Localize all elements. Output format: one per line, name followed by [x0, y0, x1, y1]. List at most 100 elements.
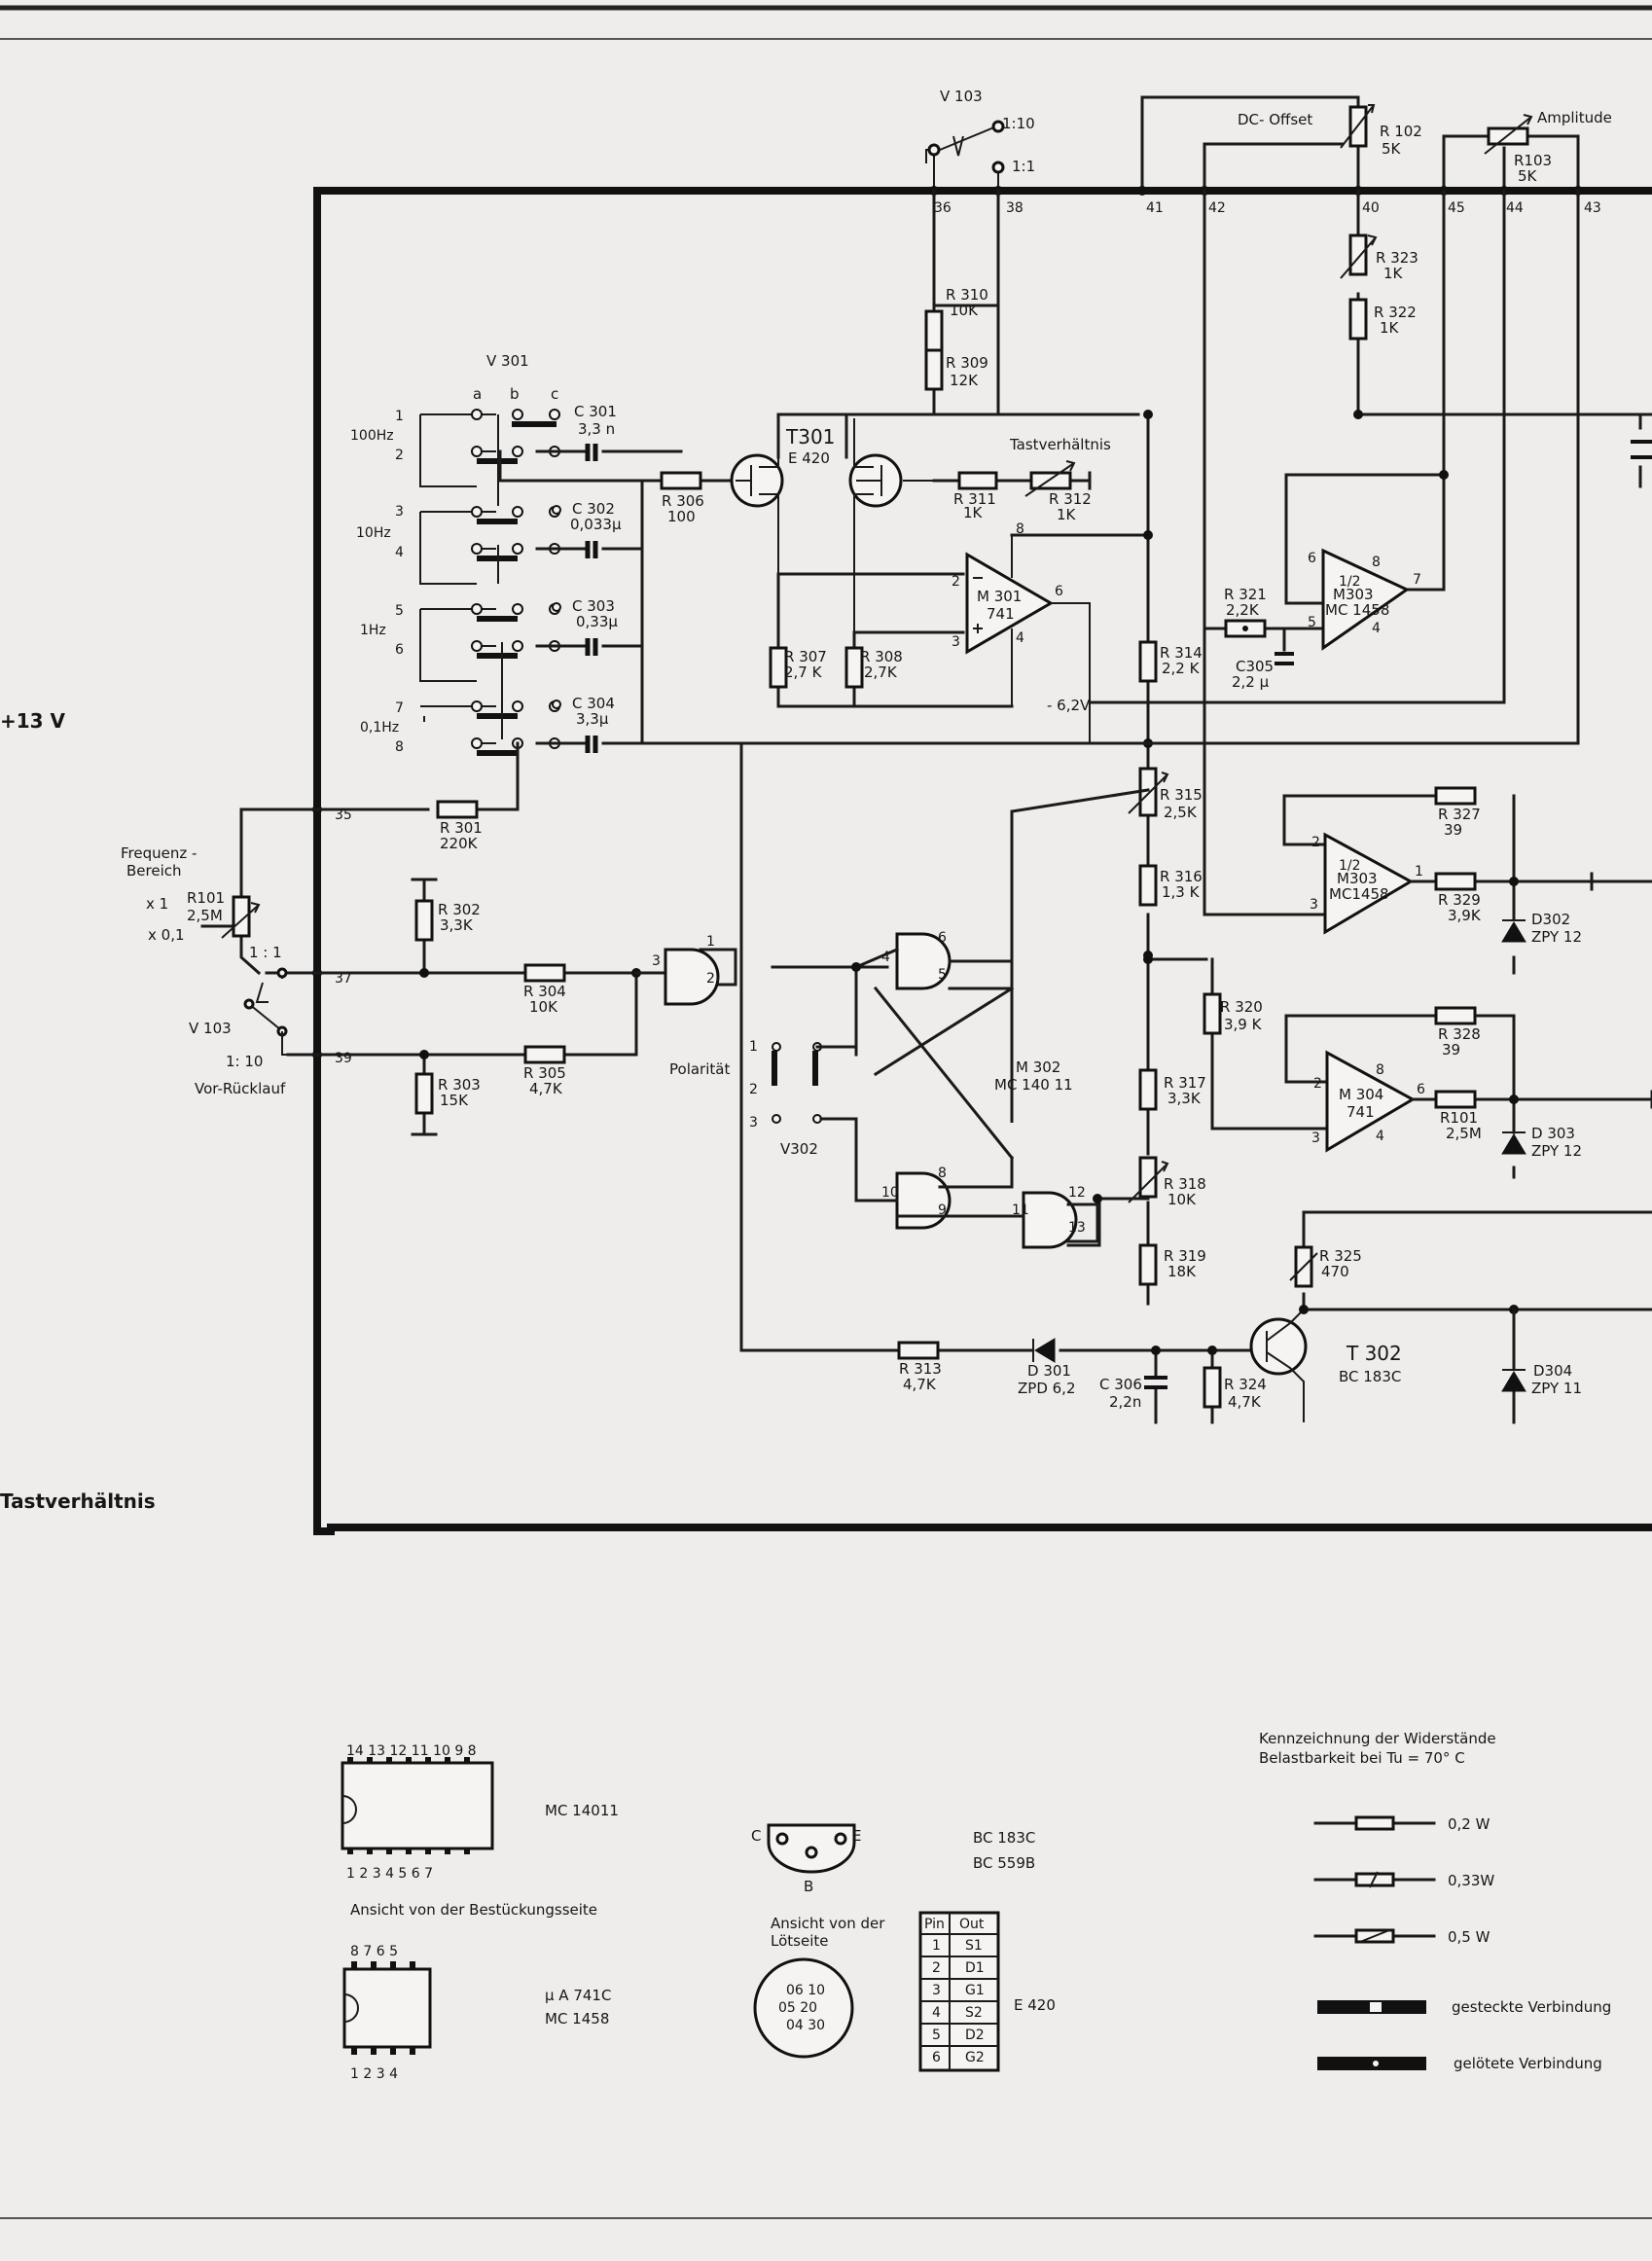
ic14-name: MC 14011: [545, 1802, 619, 1819]
r328-ref: R101: [1440, 1109, 1478, 1127]
r315-val: 2,5K: [1164, 804, 1198, 821]
pin-r4c1: 4: [932, 2005, 941, 2021]
pin-35: 35: [335, 808, 352, 823]
pin-table-name: E 420: [1014, 1996, 1056, 2014]
r326-val: 39: [1444, 821, 1462, 839]
svg-text:5: 5: [938, 967, 947, 983]
legend-02w: 0,2 W: [1448, 1815, 1490, 1833]
m303-lower-opamp: R 327 39 1/2 M303 MC1458 231 R 329 3,9K …: [1206, 786, 1652, 975]
board-frame: [313, 187, 1652, 1535]
to92-e: E: [852, 1827, 861, 1845]
r305-val: 4,7K: [529, 1080, 563, 1097]
ratio-110-label: 1: 10: [226, 1053, 263, 1070]
resistor-legend-title-2: Belastbarkeit bei Tu = 70° C: [1259, 1749, 1465, 1767]
r103-ref: R103: [1514, 152, 1552, 169]
r326-ref: R 327: [1438, 806, 1481, 823]
svg-text:9: 9: [938, 1202, 947, 1218]
pin-table: Pin Out 1 S1 2 D1 3 G1 4 S2 5 D2 6 G2 E …: [918, 1911, 1056, 2072]
pin-r5c1: 5: [932, 2028, 941, 2043]
v103-left-label: V 103: [189, 1020, 232, 1037]
r317-val: 3,3K: [1167, 1090, 1202, 1107]
r301-ref: R 301: [440, 819, 483, 837]
svg-text:2: 2: [706, 971, 715, 987]
r311-ref: R 311: [953, 490, 996, 508]
c305-val: 2,2 μ: [1232, 673, 1270, 691]
svg-text:2: 2: [1311, 835, 1320, 850]
r311-val: 1K: [963, 504, 984, 521]
svg-text:2: 2: [749, 1082, 758, 1097]
r309-ref: R 309: [946, 354, 988, 372]
range-100hz: 100Hz: [350, 428, 394, 444]
r305-ref: R 305: [523, 1064, 566, 1082]
svg-text:3: 3: [1310, 897, 1318, 913]
ansicht-loet-1: Ansicht von der: [771, 1915, 885, 1932]
to92-name2: BC 559B: [973, 1854, 1035, 1872]
ansicht-bestueckung: Ansicht von der Bestückungsseite: [350, 1901, 597, 1919]
ratio-1-label: 1:1: [1012, 158, 1035, 175]
d302-type: ZPY 12: [1531, 928, 1582, 946]
svg-text:3: 3: [952, 634, 960, 650]
r302-ref: R 302: [438, 901, 481, 918]
pin-r2c1: 2: [932, 1960, 941, 1976]
to92-c: C: [751, 1827, 761, 1845]
c304-ref: C 304: [572, 695, 615, 712]
to-pins-2: 05 20: [778, 2000, 817, 2016]
m302-ref: M 302: [1016, 1059, 1060, 1076]
v301-col-a: a: [473, 385, 482, 403]
row-5: 5: [395, 603, 404, 619]
m302-type: MC 140 11: [994, 1076, 1073, 1094]
r325-val: 470: [1321, 1263, 1349, 1280]
m303b-ref: M303: [1337, 870, 1378, 887]
pin-r6c2: G2: [965, 2050, 985, 2065]
r306-val: 100: [667, 508, 696, 525]
svg-text:2: 2: [952, 574, 960, 590]
svg-text:4: 4: [1372, 621, 1381, 636]
t302-ref: T 302: [1346, 1342, 1402, 1365]
r301-val: 220K: [440, 835, 479, 852]
pin-r1c1: 1: [932, 1938, 941, 1954]
svg-text:6: 6: [1417, 1082, 1425, 1097]
legend-gesteckt: gesteckte Verbindung: [1452, 1998, 1611, 2016]
pin-43: 43: [1584, 200, 1601, 216]
range-10hz: 10Hz: [356, 525, 391, 541]
svg-text:8: 8: [1372, 555, 1381, 570]
r314-val: 2,2 K: [1162, 660, 1201, 677]
r102-val: 5K: [1382, 140, 1402, 158]
ratio-10-label: 1:10: [1002, 115, 1035, 132]
d303-ref: D 303: [1531, 1125, 1575, 1142]
r309-val: 12K: [950, 372, 979, 389]
m303a-half: 1/2: [1339, 574, 1361, 590]
right-wiring: R 323 1K R 322 1K: [1090, 189, 1652, 916]
svg-text:12: 12: [1068, 1185, 1086, 1201]
d303-type: ZPY 12: [1531, 1142, 1582, 1160]
c306-ref: C 306: [1099, 1376, 1142, 1393]
resistor-legend-title-1: Kennzeichnung der Widerstände: [1259, 1730, 1496, 1747]
r302-val: 3,3K: [440, 916, 474, 934]
svg-text:11: 11: [1012, 1202, 1029, 1218]
pin-38: 38: [1006, 200, 1024, 216]
r310-ref: R 310: [946, 286, 988, 304]
r324-val: 4,7K: [1228, 1393, 1262, 1411]
r320-ref: R 320: [1220, 998, 1263, 1016]
legend-geloetet: gelötete Verbindung: [1454, 2055, 1602, 2072]
r308-val: 2,7K: [864, 664, 898, 681]
r327-val: 3,9K: [1448, 907, 1482, 924]
r321-ref: R 321: [1224, 586, 1267, 603]
pin-36: 36: [934, 200, 952, 216]
row-8: 8: [395, 739, 404, 755]
svg-text:4: 4: [1016, 630, 1024, 646]
svg-text:1: 1: [1415, 864, 1423, 879]
pin-r3c1: 3: [932, 1983, 941, 1998]
r303-ref: R 303: [438, 1076, 481, 1094]
pin-r6c1: 6: [932, 2050, 941, 2065]
bottom-stage: R 313 4,7K D 301 ZPD 6,2 C 306 2,2n R 32…: [739, 741, 1652, 1424]
tastverhaeltnis-label: Tastverhältnis: [1009, 436, 1111, 453]
svg-text:3: 3: [749, 1115, 758, 1130]
tastverhaeltnis-edge-label: Tastverhältnis: [0, 1489, 156, 1513]
ic14-bottom-pins: 1 2 3 4 5 6 7: [346, 1866, 433, 1882]
to-pins-3: 04 30: [786, 2018, 825, 2033]
c301-ref: C 301: [574, 403, 617, 420]
plus13v-label: +13 V: [0, 709, 66, 733]
pin-r3c2: G1: [965, 1983, 985, 1998]
t301-ref: T301: [785, 425, 835, 449]
